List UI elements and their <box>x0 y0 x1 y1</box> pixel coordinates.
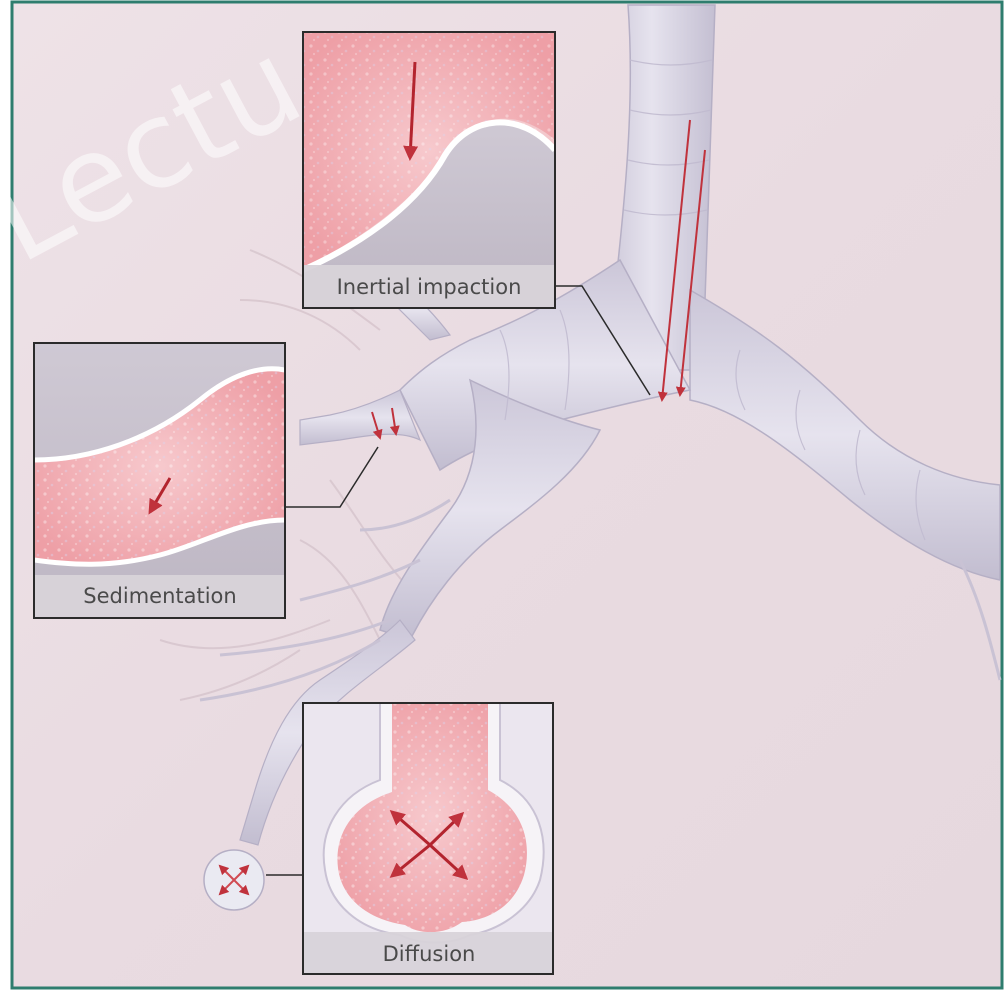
inset-sedimentation: Sedimentation <box>34 343 285 618</box>
alveolus-site <box>204 850 264 910</box>
sedimentation-label: Sedimentation <box>83 584 236 608</box>
inertial-impaction-label: Inertial impaction <box>337 275 522 299</box>
diffusion-label: Diffusion <box>383 942 476 966</box>
inset-inertial-impaction: Inertial impaction <box>303 32 555 308</box>
inset-diffusion: Diffusion <box>303 703 553 974</box>
